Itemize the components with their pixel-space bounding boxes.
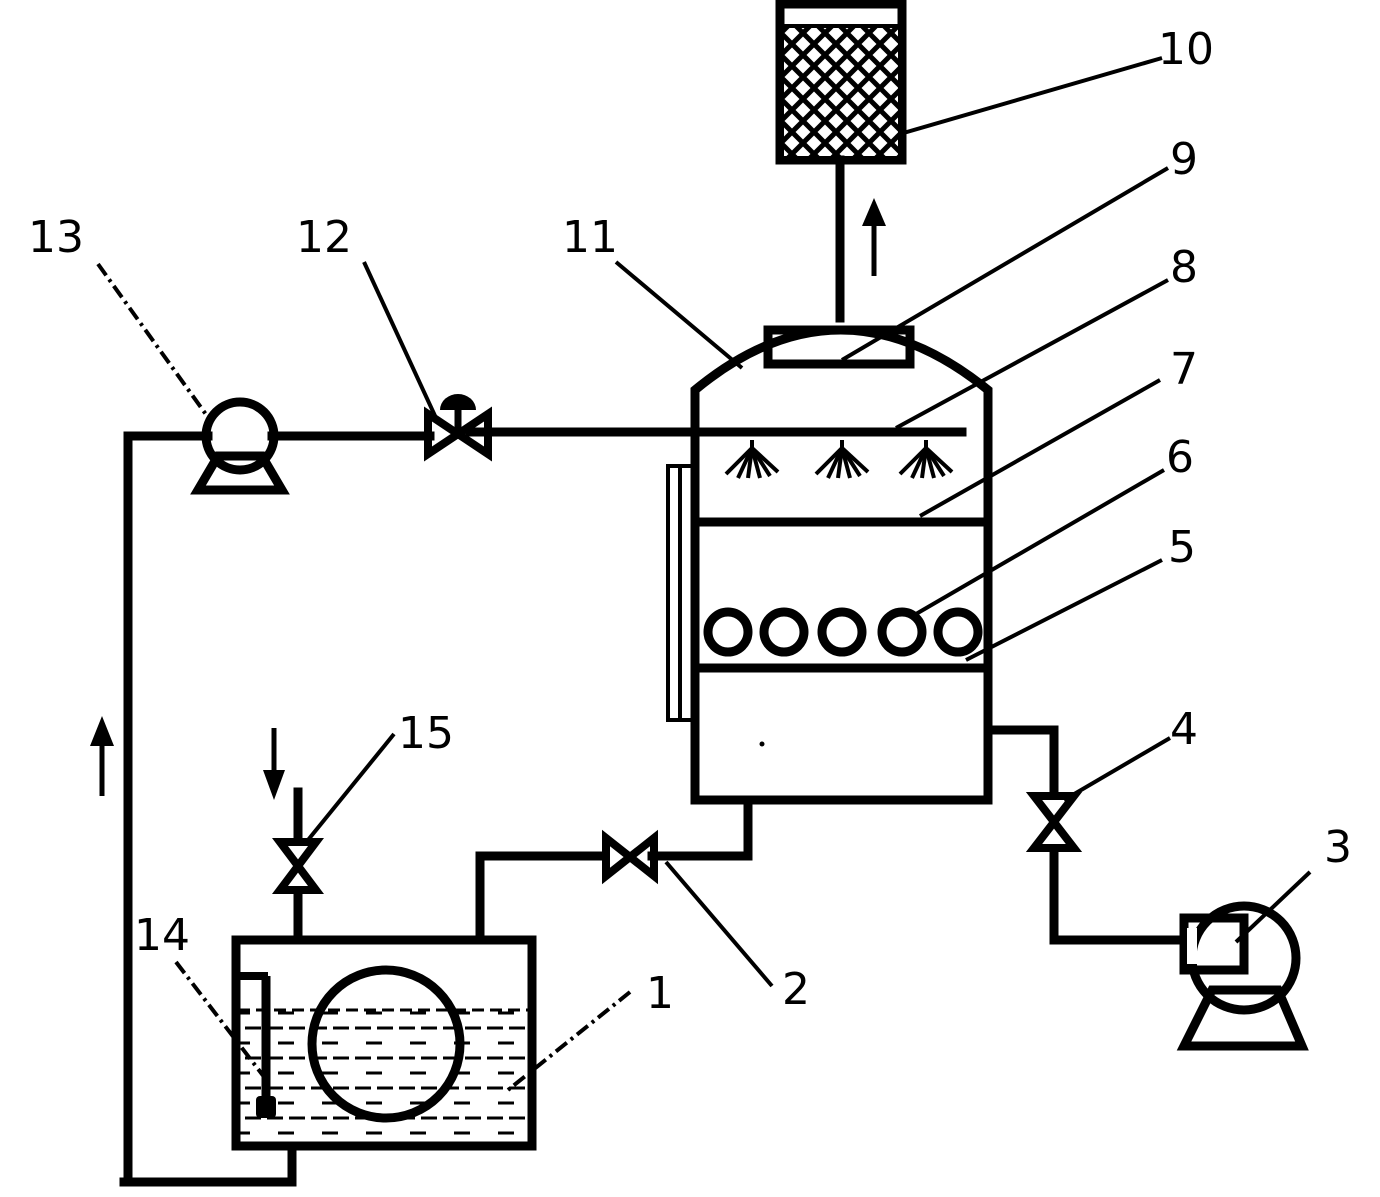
up-arrow-exhaust [862, 198, 886, 276]
label-4: 4 [1170, 704, 1198, 755]
reactor-tower [666, 325, 993, 805]
circulation-pump [190, 397, 290, 495]
label-8: 8 [1170, 242, 1198, 293]
label-1: 1 [646, 968, 674, 1019]
callout-labels: 10 9 8 7 6 5 4 3 2 1 11 12 13 15 14 [28, 24, 1352, 1019]
outlet-cap [763, 325, 915, 369]
blower [1176, 901, 1309, 1051]
label-14: 14 [134, 910, 190, 961]
label-7: 7 [1170, 344, 1198, 395]
drain-pipe [647, 795, 753, 861]
label-12: 12 [296, 212, 352, 263]
label-10: 10 [1158, 24, 1214, 75]
label-11: 11 [562, 212, 618, 263]
air-valve [1025, 792, 1083, 852]
control-valve [424, 394, 492, 462]
label-2: 2 [782, 964, 810, 1015]
packing-rings [703, 607, 983, 657]
label-6: 6 [1166, 432, 1194, 483]
blower-pipe [1049, 845, 1189, 945]
drain-valve [602, 829, 658, 885]
label-13: 13 [28, 212, 84, 263]
spray-nozzles [724, 440, 954, 479]
tank-inlet-pipe [475, 851, 609, 945]
heating-coil [307, 965, 465, 1123]
label-9: 9 [1170, 134, 1198, 185]
filter-canister [775, 0, 907, 165]
air-inlet-pipe [983, 725, 1059, 799]
tank-outlet-pipe [119, 1141, 297, 1187]
feed-valve [272, 838, 324, 894]
label-15: 15 [398, 708, 454, 759]
return-pipe [123, 431, 213, 1187]
label-5: 5 [1168, 522, 1196, 573]
label-3: 3 [1324, 822, 1352, 873]
leader-lines [96, 56, 1312, 1092]
down-arrow-feed [263, 728, 285, 800]
up-arrow-return [90, 716, 114, 796]
